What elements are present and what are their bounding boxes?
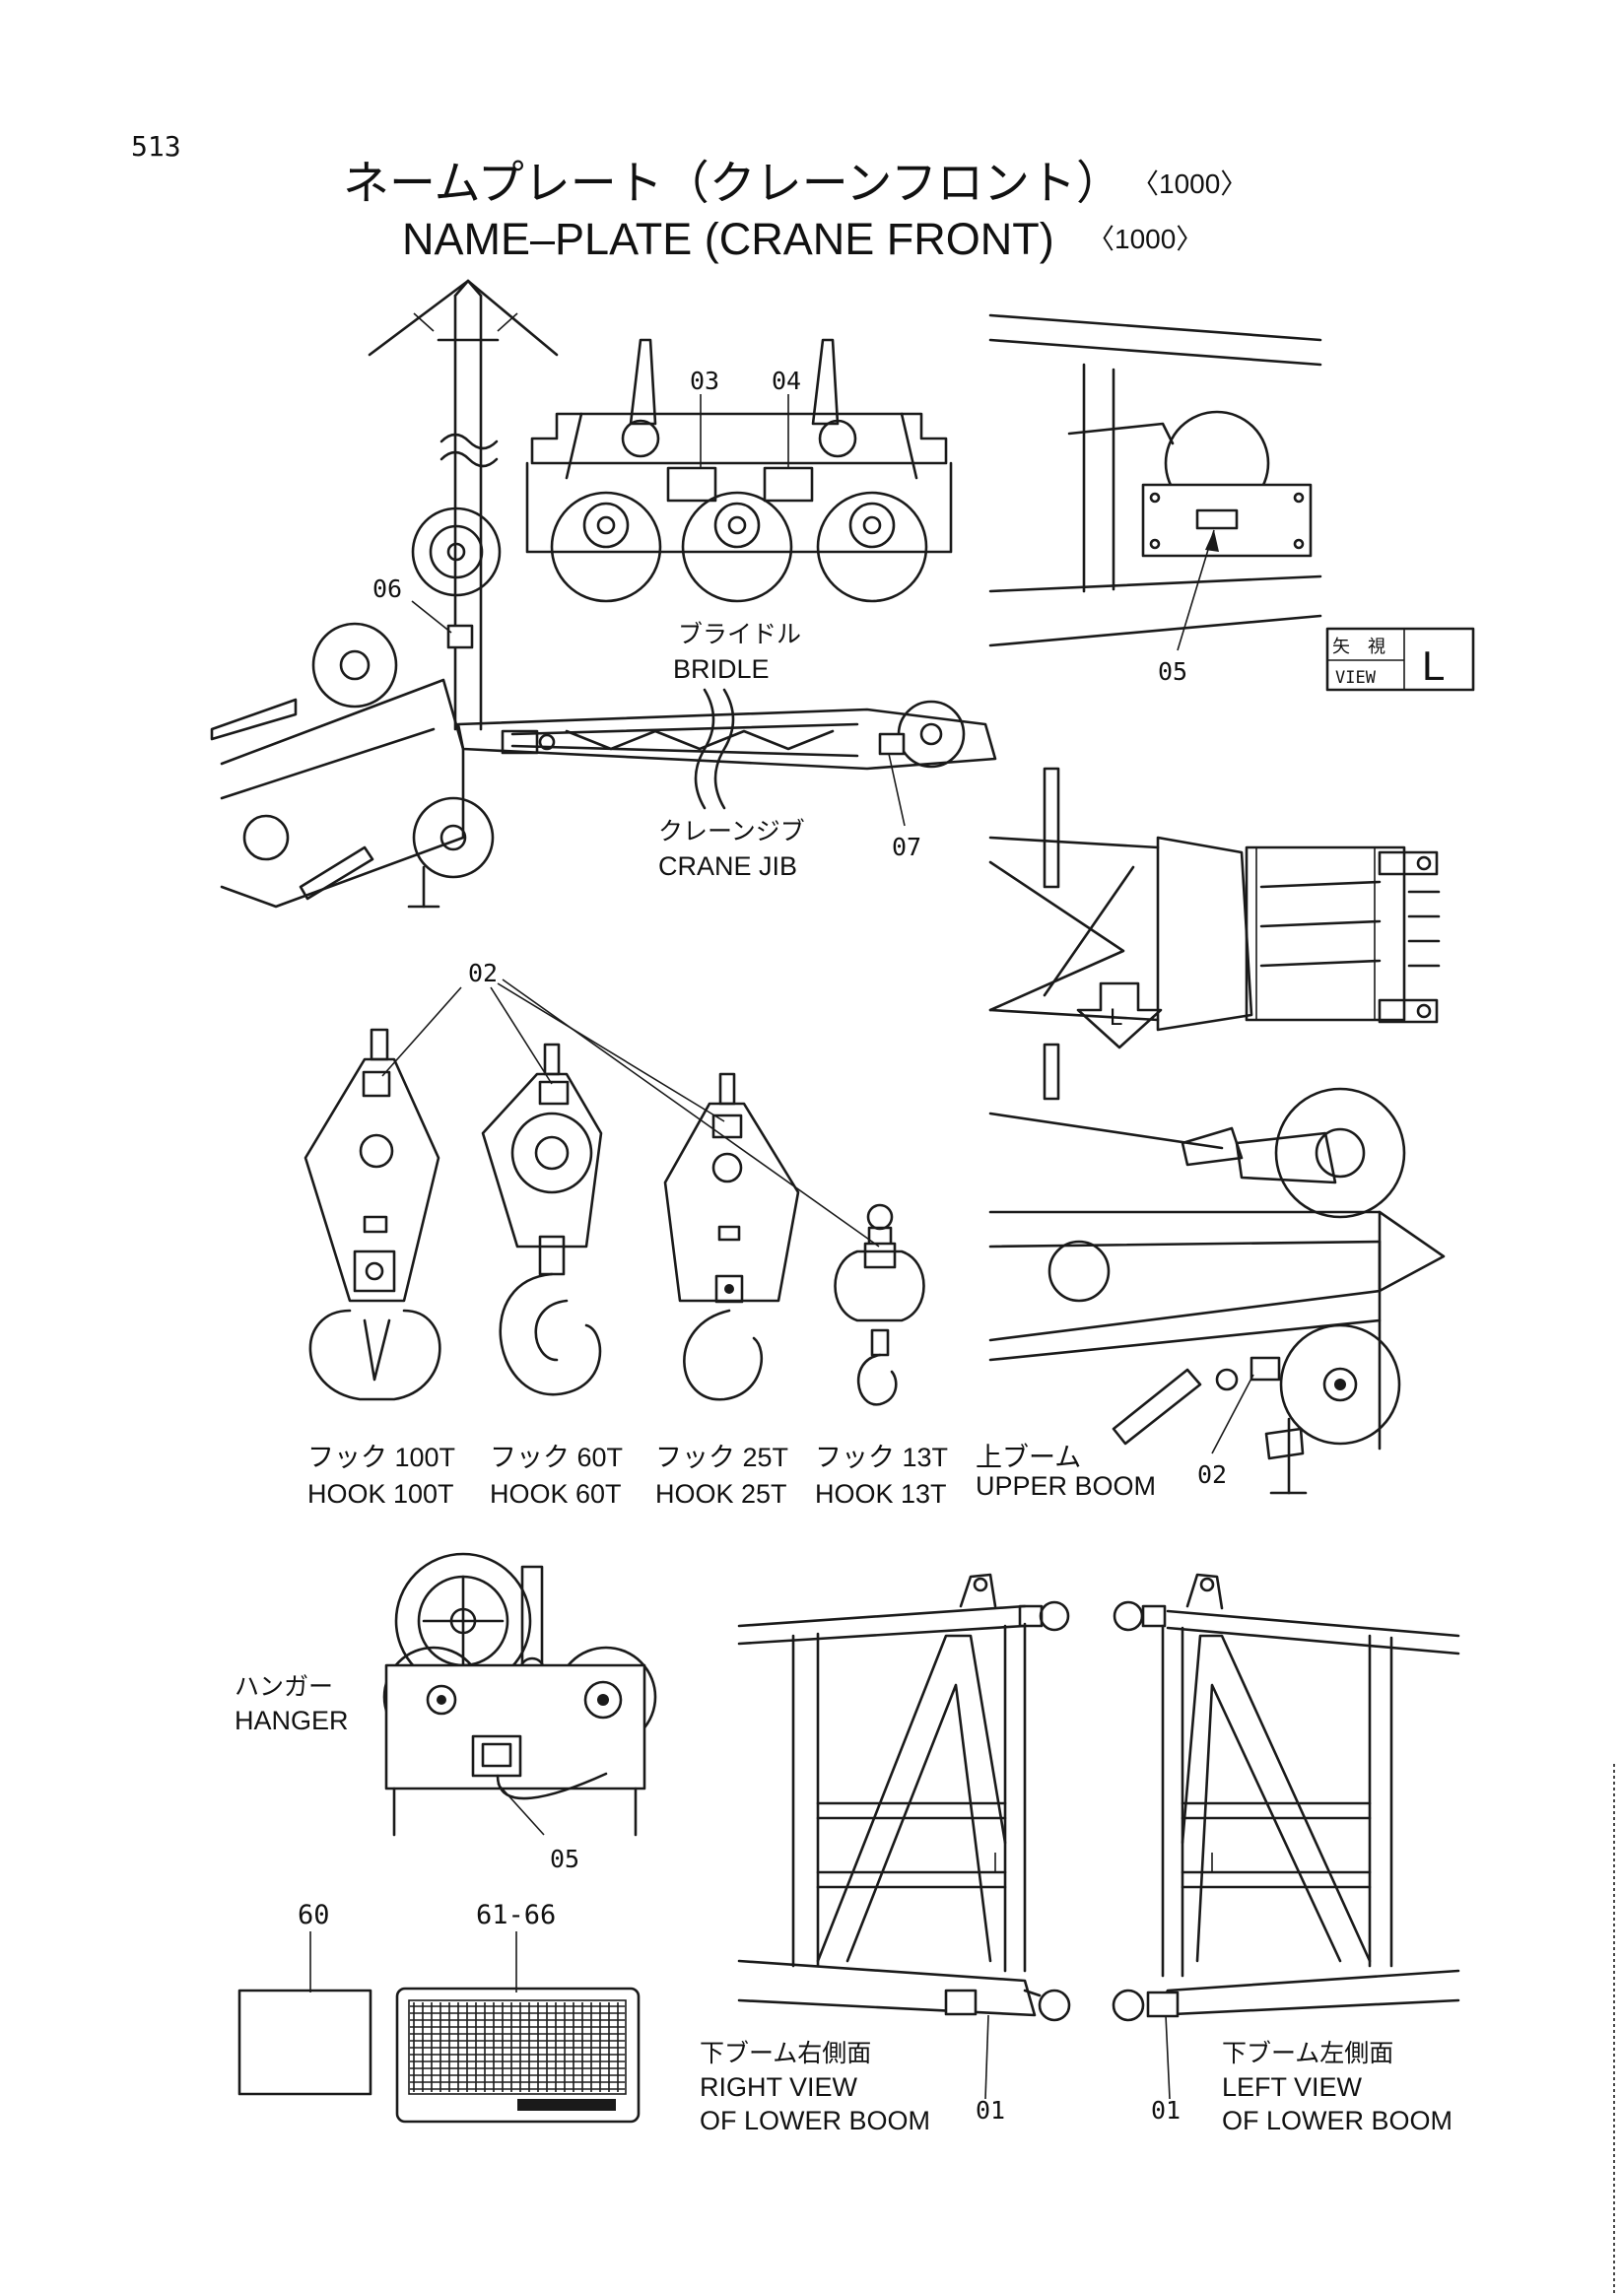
caption-hook-60t-japanese: フック 60T (490, 1443, 623, 1472)
label-right-view-english-1: RIGHT VIEW (700, 2072, 858, 2102)
label-bridle-japanese: ブライドル (678, 621, 801, 648)
nameplate-61-66 (395, 1987, 641, 2124)
callout-04: 04 (772, 367, 801, 395)
label-hanger-english: HANGER (235, 1706, 349, 1735)
callout-02-hooks: 02 (468, 959, 498, 987)
lower-boom-right-view (737, 1573, 1071, 2022)
caption-hook-25t-japanese: フック 25T (655, 1443, 788, 1472)
view-l-detail (988, 313, 1322, 647)
callout-61-66: 61-66 (476, 1900, 556, 1930)
hook-25t (663, 1072, 800, 1401)
title-japanese: ネームプレート（クレーンフロント） (343, 157, 1122, 209)
callout-02-upper-boom: 02 (1197, 1460, 1227, 1489)
label-left-view-english-1: LEFT VIEW (1222, 2072, 1363, 2102)
view-l-box: 矢 視 VIEW L (1325, 627, 1475, 692)
hook-60t (481, 1043, 603, 1396)
view-label-japanese: 矢 視 (1332, 637, 1385, 656)
title-japanese-model: 〈1000〉 (1131, 169, 1248, 199)
jib-head-detail (988, 767, 1441, 1101)
view-label-english: VIEW (1335, 668, 1377, 688)
crane-jib-assembly (210, 279, 997, 909)
nameplate-60 (237, 1989, 372, 2096)
caption-upper-boom-english: UPPER BOOM (976, 1471, 1156, 1501)
caption-hook-60t-english: HOOK 60T (490, 1479, 622, 1509)
label-right-view-english-2: OF LOWER BOOM (700, 2106, 930, 2135)
callout-05-view: 05 (1158, 657, 1187, 686)
label-crane-jib-japanese: クレーンジブ (658, 818, 805, 845)
callout-01-left-view: 01 (1151, 2096, 1181, 2125)
arrow-view-letter: L (1110, 1004, 1122, 1031)
label-crane-jib-english: CRANE JIB (658, 851, 797, 881)
caption-upper-boom-japanese: 上ブーム (976, 1443, 1081, 1472)
caption-hook-100t-english: HOOK 100T (307, 1479, 454, 1509)
label-left-view-english-2: OF LOWER BOOM (1222, 2106, 1452, 2135)
callout-07: 07 (892, 833, 921, 861)
hanger-detail (382, 1552, 657, 1837)
caption-hook-100t-japanese: フック 100T (307, 1443, 455, 1472)
title-english-model: 〈1000〉 (1087, 224, 1203, 254)
callout-03: 03 (690, 367, 719, 395)
page-number: 513 (131, 130, 181, 163)
hook-13t (834, 1203, 925, 1406)
callout-01-right-view: 01 (976, 2096, 1005, 2125)
callout-60: 60 (298, 1900, 330, 1930)
caption-hook-13t-japanese: フック 13T (815, 1443, 948, 1472)
caption-hook-13t-english: HOOK 13T (815, 1479, 947, 1509)
callout-06: 06 (372, 574, 402, 603)
caption-hook-25t-english: HOOK 25T (655, 1479, 787, 1509)
view-label-letter: L (1422, 642, 1445, 689)
upper-boom-detail (988, 1087, 1446, 1495)
callout-05-hanger: 05 (550, 1845, 579, 1873)
label-left-view-japanese: 下ブーム左側面 (1222, 2040, 1393, 2067)
title-english: NAME–PLATE (CRANE FRONT) (402, 214, 1054, 264)
bridle-detail (525, 338, 953, 603)
lower-boom-left-view (1112, 1573, 1460, 2022)
hook-100t (304, 1028, 441, 1401)
label-hanger-japanese: ハンガー (235, 1673, 333, 1701)
label-bridle-english: BRIDLE (673, 654, 770, 684)
hook-captions: フック 100T HOOK 100T フック 60T HOOK 60T フック … (307, 1443, 1156, 1509)
label-right-view-japanese: 下ブーム右側面 (700, 2040, 871, 2067)
